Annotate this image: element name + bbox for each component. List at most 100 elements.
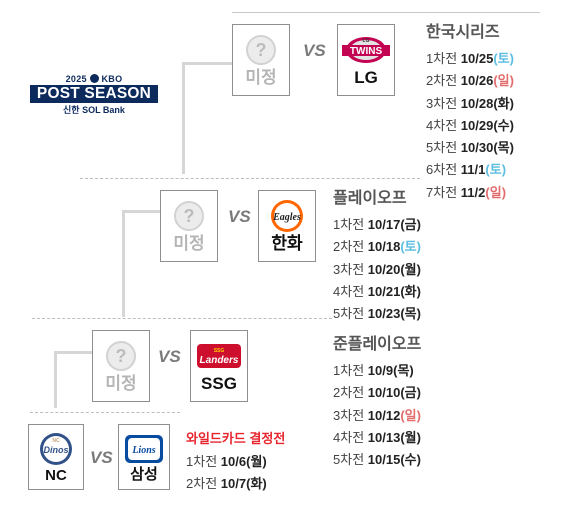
schedule-row: 5차전 10/23(목) — [333, 306, 421, 322]
ssg-logo-text: Landers — [200, 355, 239, 366]
lions-logo-text: Lions — [131, 445, 155, 456]
logo-sponsor: 신한 SOL Bank — [63, 105, 125, 115]
game-number: 5차전 — [333, 306, 365, 322]
schedule-row: 7차전 11/2(일) — [426, 184, 507, 200]
game-number: 3차전 — [333, 261, 365, 277]
bracket-line — [122, 210, 125, 317]
game-date: 10/7 — [220, 476, 247, 492]
schedule-row: 6차전 11/1(토) — [426, 162, 507, 178]
nc-dinos-logo: NC Dinos — [29, 430, 83, 470]
game-number: 4차전 — [333, 283, 365, 299]
game-date: 10/15 — [367, 452, 401, 468]
question-mark-icon: ? — [174, 201, 204, 231]
bracket-line — [54, 351, 57, 408]
game-date: 10/28 — [460, 95, 494, 111]
game-day: 수 — [404, 452, 417, 468]
game-date: 10/26 — [460, 73, 494, 89]
spo-right-team-card[interactable]: SSG Landers SSG — [190, 330, 248, 402]
schedule-row: 2차전 10/10(금) — [333, 385, 421, 401]
game-number: 5차전 — [426, 140, 458, 156]
section-divider — [30, 412, 180, 413]
game-number: 4차전 — [333, 429, 365, 445]
team-name: SSG — [201, 374, 237, 393]
ks-left-team-card[interactable]: ? 미정 — [232, 24, 290, 96]
game-day: 월 — [250, 454, 263, 469]
po-left-team-card[interactable]: ? 미정 — [160, 190, 218, 262]
game-day: 토 — [497, 51, 510, 66]
game-day: 토 — [404, 239, 417, 255]
top-divider — [232, 12, 540, 13]
game-day: 화 — [497, 95, 510, 111]
game-number: 7차전 — [426, 184, 458, 200]
ks-right-team-card[interactable]: LG TWINS LG — [337, 24, 395, 96]
game-date: 10/9 — [367, 363, 394, 378]
wc-left-team-card[interactable]: NC Dinos NC — [28, 424, 84, 490]
game-date: 10/6 — [220, 454, 247, 469]
game-number: 1차전 — [333, 363, 365, 378]
team-name: 한화 — [271, 234, 303, 253]
game-number: 6차전 — [426, 162, 458, 178]
schedule-row: 2차전 10/18(토) — [333, 239, 421, 255]
series-title: 와일드카드 결정전 — [186, 431, 286, 446]
section-divider — [80, 178, 420, 179]
vs-label: VS — [158, 347, 181, 366]
schedule-row: 1차전 10/6(월) — [186, 454, 267, 469]
game-day: 목 — [397, 363, 410, 378]
logo-year-line: 2025 KBO — [30, 74, 158, 84]
section-divider — [32, 318, 332, 319]
hanwha-eagles-logo: Eagles — [259, 196, 315, 236]
wc-schedule: 와일드카드 결정전 1차전 10/6(월) 2차전 10/7(화) — [186, 428, 285, 496]
schedule-row: 3차전 10/20(월) — [333, 261, 421, 277]
game-date: 10/29 — [460, 117, 494, 133]
team-name: 미정 — [245, 68, 277, 87]
logo-year: 2025 — [65, 74, 87, 84]
schedule-row: 4차전 10/13(월) — [333, 429, 421, 445]
game-number: 2차전 — [426, 73, 458, 89]
vs-label: VS — [228, 207, 251, 226]
game-number: 3차전 — [426, 95, 458, 111]
ks-schedule: 한국시리즈 1차전 10/25(토)2차전 10/26(일)3차전 10/28(… — [426, 18, 514, 204]
game-number: 1차전 — [426, 51, 458, 66]
schedule-row: 5차전 10/15(수) — [333, 452, 421, 468]
game-date: 10/23 — [367, 306, 401, 322]
spo-left-team-card[interactable]: ? 미정 — [92, 330, 150, 402]
team-name: 미정 — [105, 374, 137, 393]
vs-label: VS — [90, 448, 113, 467]
wc-right-team-card[interactable]: Lions 삼성 — [118, 424, 170, 490]
game-day: 토 — [489, 162, 502, 178]
bracket-line — [122, 210, 162, 213]
game-date: 10/17 — [367, 217, 401, 232]
schedule-row: 2차전 10/7(화) — [186, 476, 267, 492]
ssg-landers-logo: SSG Landers — [191, 336, 247, 376]
kbo-emblem-icon — [89, 74, 99, 83]
series-title: 준플레이오프 — [333, 336, 422, 353]
po-right-team-card[interactable]: Eagles 한화 — [258, 190, 316, 262]
team-name: LG — [354, 68, 378, 87]
game-day: 화 — [250, 476, 263, 492]
schedule-row: 2차전 10/26(일) — [426, 73, 514, 89]
game-date: 10/13 — [367, 429, 401, 445]
schedule-row: 3차전 10/12(일) — [333, 407, 421, 423]
game-date: 10/30 — [460, 140, 494, 156]
game-day: 화 — [404, 283, 417, 299]
kbo-postseason-logo: 2025 KBO POST SEASON 신한 SOL Bank — [30, 74, 158, 120]
game-day: 일 — [489, 184, 502, 200]
game-day: 월 — [404, 261, 417, 277]
logo-brand: KBO — [101, 74, 123, 84]
lg-logo-sub: LG — [363, 38, 370, 44]
po-schedule: 플레이오프 1차전 10/17(금)2차전 10/18(토)3차전 10/20(… — [333, 184, 421, 325]
game-day: 금 — [404, 385, 417, 401]
game-day: 일 — [497, 73, 510, 89]
game-date: 10/25 — [460, 51, 494, 66]
schedule-row: 1차전 10/17(금) — [333, 217, 421, 232]
game-number: 2차전 — [186, 476, 218, 492]
schedule-row: 5차전 10/30(목) — [426, 140, 514, 156]
game-day: 월 — [404, 429, 417, 445]
logo-title: POST SEASON — [30, 85, 158, 103]
game-day: 금 — [404, 217, 417, 232]
bracket-line — [182, 62, 185, 174]
schedule-row: 1차전 10/25(토) — [426, 51, 514, 66]
vs-label: VS — [303, 41, 326, 60]
bracket-line — [54, 351, 94, 354]
game-date: 10/10 — [367, 385, 401, 401]
